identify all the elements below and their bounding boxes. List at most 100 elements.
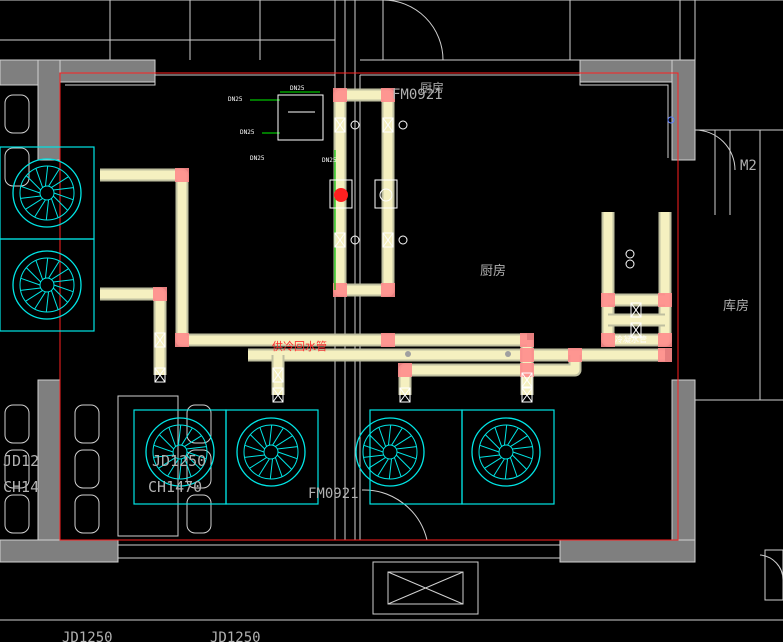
pipe-note: DN25 bbox=[250, 155, 265, 162]
unit-box-bl-2 bbox=[225, 409, 319, 505]
door-label-top: FM0921 bbox=[392, 87, 443, 103]
fan-inner-ring bbox=[19, 165, 75, 221]
fan-blade bbox=[158, 434, 175, 450]
valve-mark bbox=[521, 372, 533, 388]
pipe-joint bbox=[381, 88, 395, 102]
valve-body bbox=[399, 387, 411, 403]
pipe-joint bbox=[658, 333, 672, 347]
fan-blade bbox=[258, 458, 270, 477]
chair bbox=[186, 494, 212, 534]
fan-blade bbox=[378, 427, 387, 447]
valve-mark bbox=[382, 232, 394, 248]
pipe-joint bbox=[333, 283, 347, 297]
fan-blade bbox=[20, 195, 41, 199]
chair bbox=[4, 404, 30, 444]
fan-blade bbox=[25, 290, 43, 302]
valve-body bbox=[521, 372, 533, 388]
fan-blade bbox=[249, 434, 266, 450]
fan-blade bbox=[493, 458, 505, 477]
fan-blade bbox=[396, 451, 417, 460]
fan-blade bbox=[34, 199, 46, 218]
chair bbox=[4, 94, 30, 134]
fan-blade bbox=[484, 434, 501, 450]
gauge-icon bbox=[625, 249, 635, 259]
pipe-joint bbox=[520, 348, 534, 362]
fan-blade bbox=[368, 457, 386, 469]
fan-blade bbox=[276, 454, 293, 470]
pipe-label-red: 供冷回水管 bbox=[272, 339, 327, 353]
door-arc-right-bottom bbox=[759, 554, 783, 581]
valves bbox=[154, 117, 642, 403]
pipe-note: DN25 bbox=[322, 157, 337, 164]
right-column bbox=[671, 59, 696, 161]
fan-blade bbox=[396, 446, 417, 450]
water-tank bbox=[277, 94, 324, 141]
fan-hub bbox=[498, 444, 514, 460]
pipe-joint bbox=[153, 287, 167, 301]
pipe-segment bbox=[100, 289, 165, 375]
valve-icon bbox=[382, 232, 394, 248]
gauge-icon bbox=[350, 235, 360, 245]
valve-icon bbox=[382, 117, 394, 133]
fan-blade bbox=[50, 290, 59, 310]
fan-blade bbox=[53, 187, 74, 191]
fan-hub bbox=[39, 277, 55, 293]
door-label-bottom: FM0921 bbox=[308, 486, 359, 502]
right-lower-wall bbox=[671, 379, 696, 561]
valve-mark bbox=[154, 367, 166, 383]
fan-blade bbox=[48, 260, 60, 279]
fan-blade bbox=[52, 287, 69, 303]
pipe-joint bbox=[658, 348, 672, 362]
valve-mark bbox=[334, 232, 346, 248]
fan-blade bbox=[395, 454, 412, 470]
valve-body bbox=[382, 232, 394, 248]
gauge-icon bbox=[398, 120, 408, 130]
pipe-joint bbox=[333, 88, 347, 102]
room-label-kitchen: 厨房 bbox=[480, 263, 506, 279]
fan-blade bbox=[181, 427, 193, 446]
chair bbox=[4, 147, 30, 187]
pipe-joint bbox=[658, 293, 672, 307]
valve-body bbox=[154, 332, 166, 348]
fan-blade bbox=[153, 454, 174, 458]
fan-blade bbox=[512, 451, 533, 460]
pipe-segment bbox=[603, 212, 670, 345]
room-label-kitchen-top: 厨房 bbox=[420, 80, 444, 95]
fan-blade bbox=[20, 277, 41, 286]
fan-blade bbox=[44, 257, 49, 279]
fan-blade bbox=[52, 195, 69, 211]
unit-tag-left-2: CH14 bbox=[3, 478, 39, 496]
pipe-segment bbox=[100, 170, 388, 345]
unit-box-left-top bbox=[0, 146, 95, 240]
fan-blade bbox=[184, 435, 202, 447]
fan-blade bbox=[34, 291, 46, 310]
pump-red-icon bbox=[334, 188, 348, 202]
chair bbox=[186, 404, 212, 444]
pipe-joint bbox=[381, 283, 395, 297]
right-bottom-stub bbox=[764, 549, 783, 601]
valve-icon bbox=[399, 387, 411, 403]
pipe-joint bbox=[601, 293, 615, 307]
fan-blade bbox=[244, 444, 265, 453]
valve-body bbox=[154, 367, 166, 383]
valve-body bbox=[630, 322, 642, 338]
fan-icon bbox=[12, 250, 82, 320]
pipe-joint bbox=[568, 348, 582, 362]
pipe-joint bbox=[175, 168, 189, 182]
fan-hub bbox=[382, 444, 398, 460]
left-lower-wall bbox=[37, 379, 61, 561]
valve-icon bbox=[272, 387, 284, 403]
fan-blade bbox=[249, 457, 267, 469]
unit-tag-left-1: JD12 bbox=[3, 452, 39, 470]
fan-blade bbox=[504, 458, 509, 480]
fan-blade bbox=[277, 446, 298, 450]
valve-mark bbox=[630, 302, 642, 318]
sensor-icon bbox=[667, 116, 675, 124]
pump-red bbox=[329, 179, 398, 209]
pipe-network bbox=[100, 88, 672, 395]
sensor-icon bbox=[405, 351, 411, 357]
fan-blade bbox=[178, 458, 183, 480]
valve-body bbox=[521, 387, 533, 403]
valve-body bbox=[272, 367, 284, 383]
